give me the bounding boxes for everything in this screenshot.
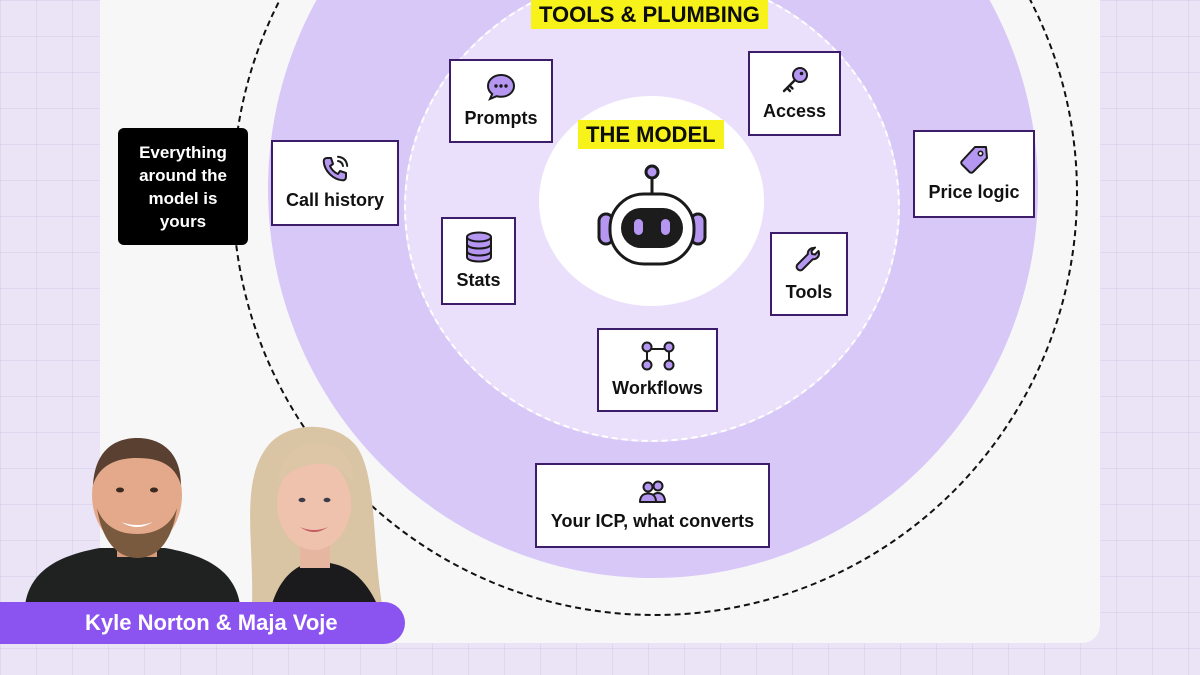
callout-text: Everything around the model is yours [139,142,227,231]
node-access: Access [748,51,841,136]
node-call-history-label: Call history [285,190,385,210]
callout-box: Everything around the model is yours [118,128,248,245]
phone-icon [322,155,349,182]
node-workflows: Workflows [597,328,718,412]
wrench-icon [795,246,820,272]
node-prompts-label: Prompts [464,108,538,128]
node-icp-label: Your ICP, what converts [550,510,755,531]
tools-plumbing-label: TOOLS & PLUMBING [531,0,768,29]
node-access-label: Access [762,100,827,121]
node-stats: Stats [441,217,516,305]
workflow-icon [641,341,674,371]
node-tools: Tools [770,232,848,316]
node-price-logic: Price logic [913,130,1035,218]
speaker-photo-kyle [25,430,240,605]
node-call-history: Call history [271,140,399,226]
key-icon [782,66,808,92]
database-icon [465,231,492,263]
speaker-photo-maja [232,422,392,604]
speakers-banner: Kyle Norton & Maja Voje [0,602,405,644]
chat-bubble-icon [486,73,516,101]
speakers-names: Kyle Norton & Maja Voje [85,610,338,635]
robot-icon [597,164,707,266]
node-stats-label: Stats [456,270,501,290]
users-icon [638,480,666,503]
node-tools-label: Tools [785,282,833,302]
tag-icon [960,146,988,174]
model-label: THE MODEL [578,120,724,149]
node-prompts: Prompts [449,59,553,143]
node-price-logic-label: Price logic [928,182,1020,202]
node-icp: Your ICP, what converts [535,463,770,548]
node-workflows-label: Workflows [612,378,703,398]
